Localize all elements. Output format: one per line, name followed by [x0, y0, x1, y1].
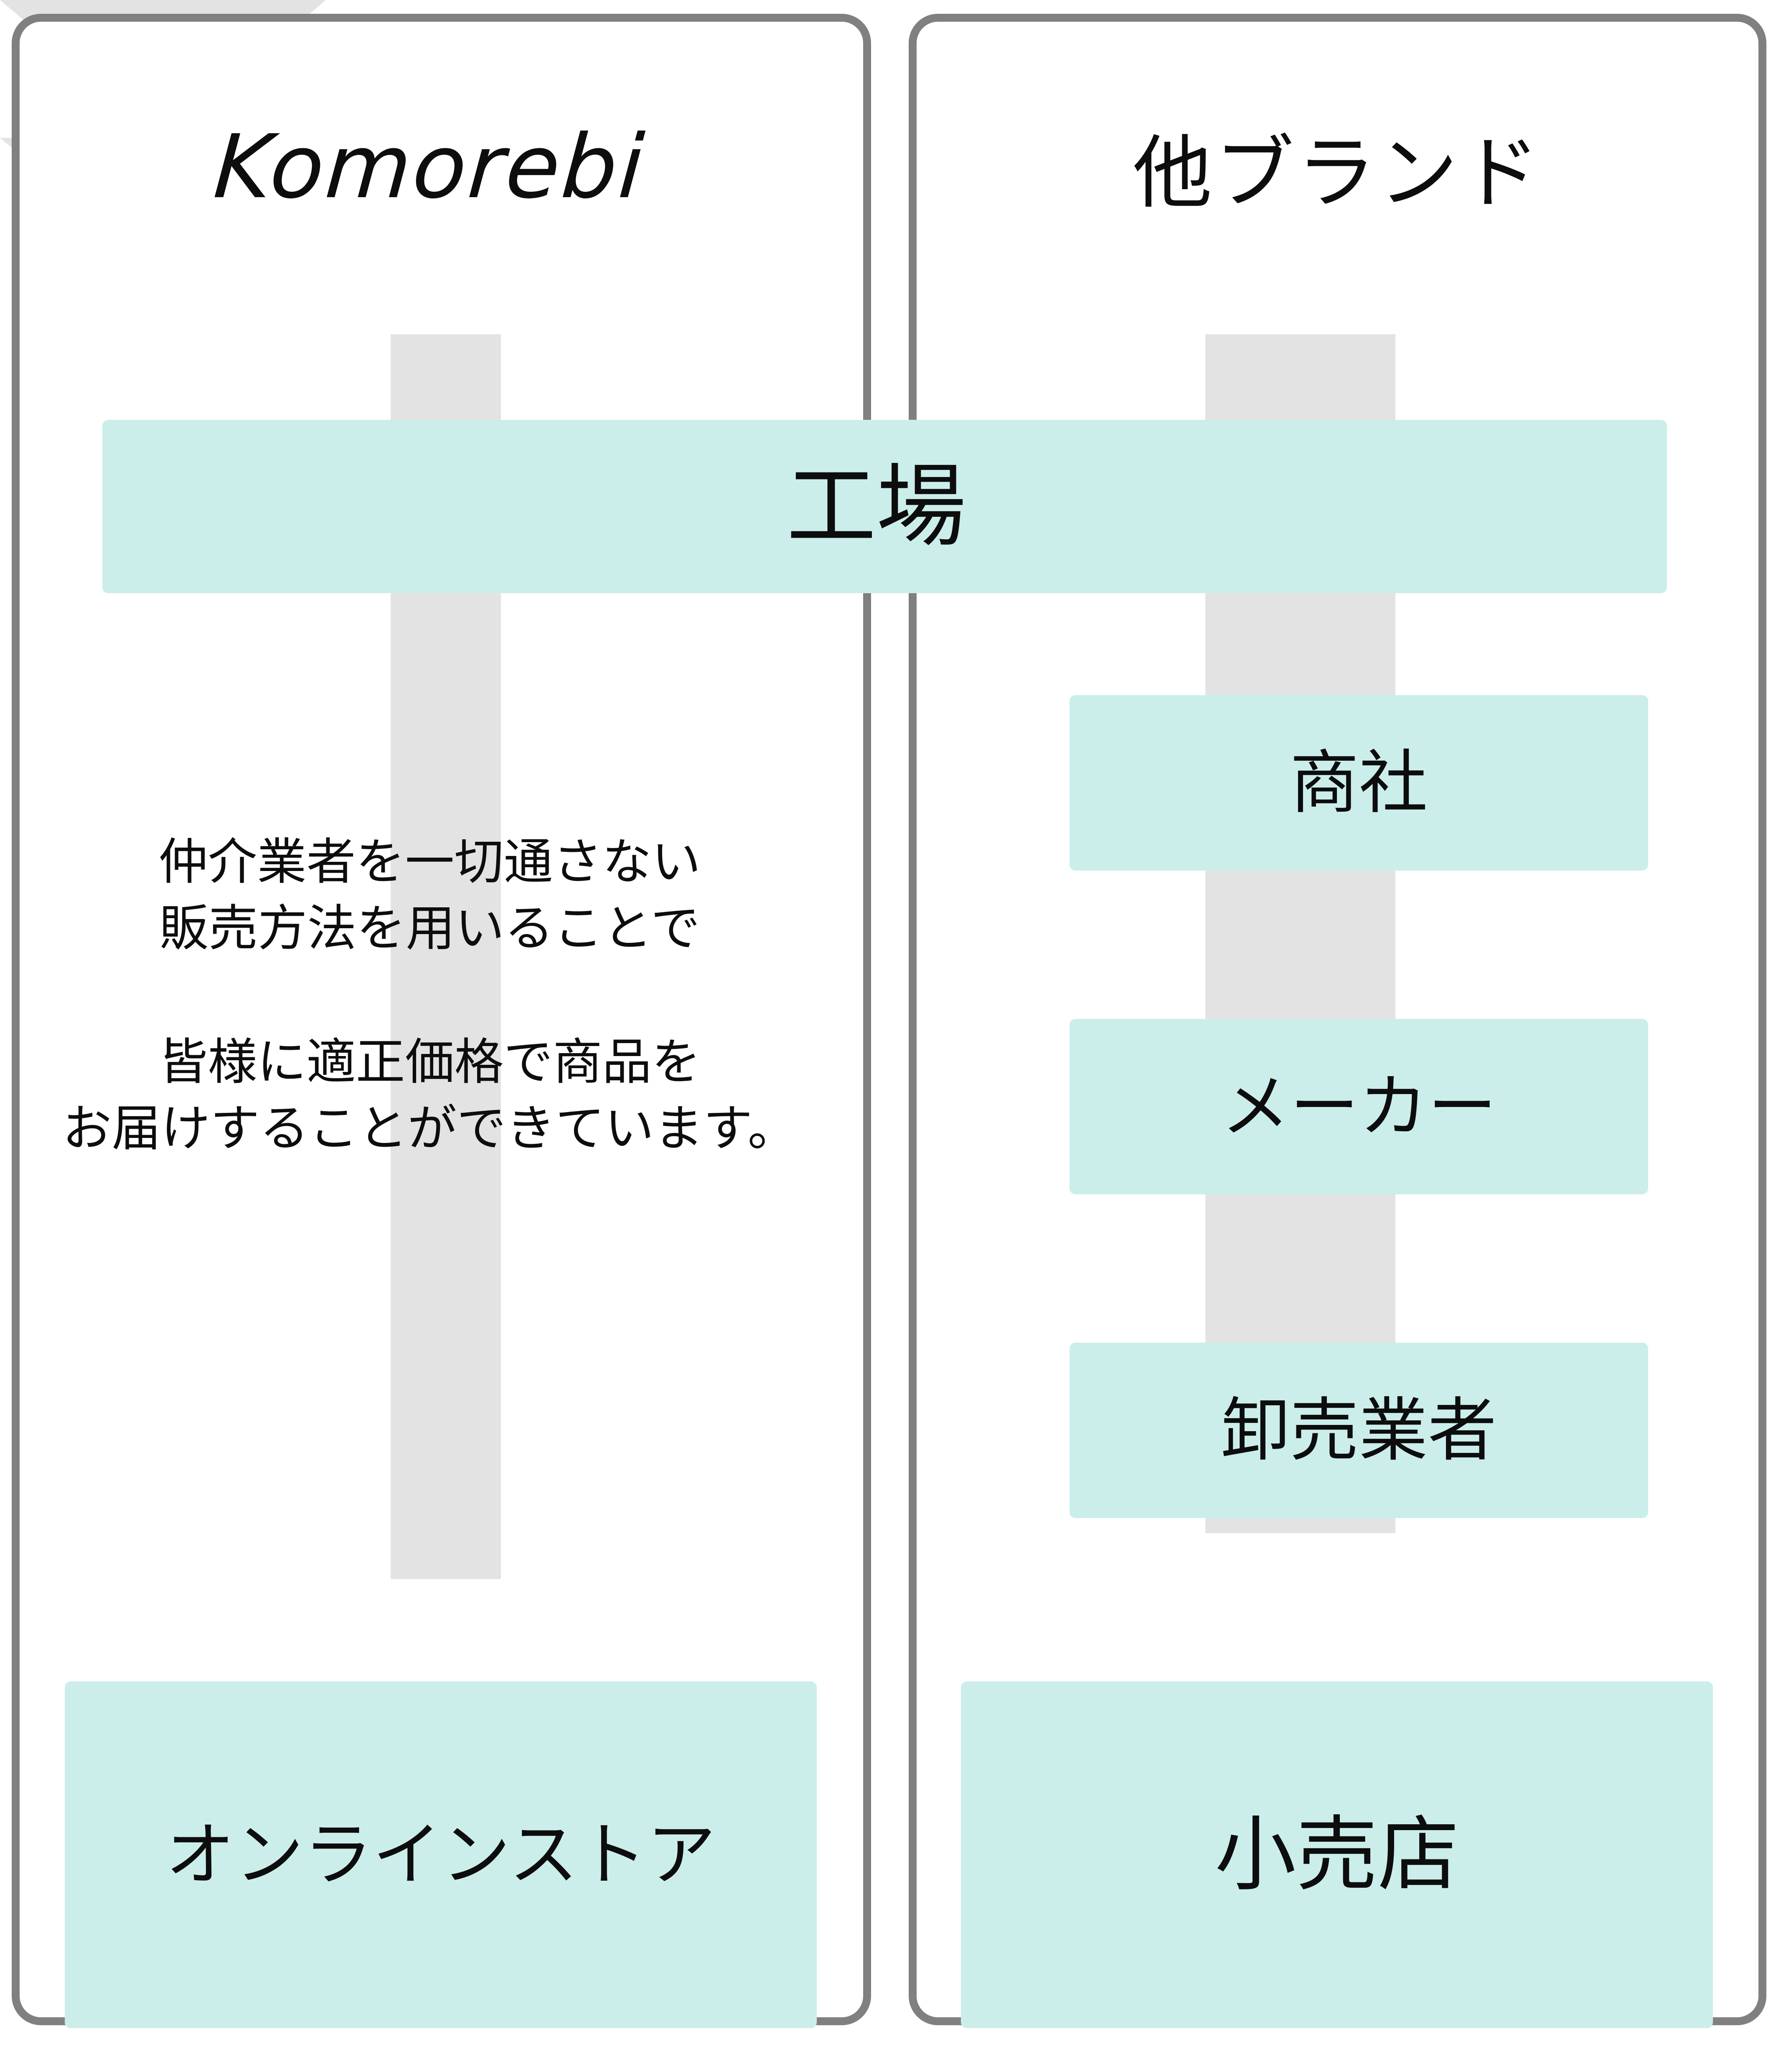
node-manufacturer-label: メーカー [1221, 1068, 1497, 1145]
node-wholesaler-label: 卸売業者 [1221, 1391, 1497, 1469]
node-factory-label: 工場 [786, 456, 966, 557]
description-line-2: 販売方法を用いることで [159, 901, 700, 957]
description-line-1: 仲介業者を一切通さない [158, 835, 701, 890]
node-retail-store: 小売店 [961, 1681, 1713, 2028]
node-retail-store-label: 小売店 [1214, 1809, 1459, 1900]
node-online-store: オンラインストア [65, 1681, 817, 2028]
komorebi-description: 仲介業者を一切通さない 販売方法を用いることで 皆様に適正価格で商品を お届けす… [0, 829, 859, 1162]
node-factory: 工場 [102, 420, 1667, 593]
description-paragraph-1: 仲介業者を一切通さない 販売方法を用いることで [0, 829, 859, 962]
page-title-other-brands: 他ブランド [1133, 129, 1542, 218]
description-line-3: 皆様に適正価格で商品を [158, 1034, 701, 1090]
node-online-store-label: オンラインストア [165, 1816, 716, 1893]
description-line-4: お届けすることができています。 [62, 1101, 797, 1156]
node-trading-company-label: 商社 [1290, 744, 1428, 821]
node-trading-company: 商社 [1070, 695, 1648, 871]
description-paragraph-2: 皆様に適正価格で商品を お届けすることができています。 [0, 1029, 859, 1163]
node-wholesaler: 卸売業者 [1070, 1343, 1648, 1518]
node-manufacturer: メーカー [1070, 1019, 1648, 1194]
page-title-komorebi: Komorebi [211, 116, 649, 218]
